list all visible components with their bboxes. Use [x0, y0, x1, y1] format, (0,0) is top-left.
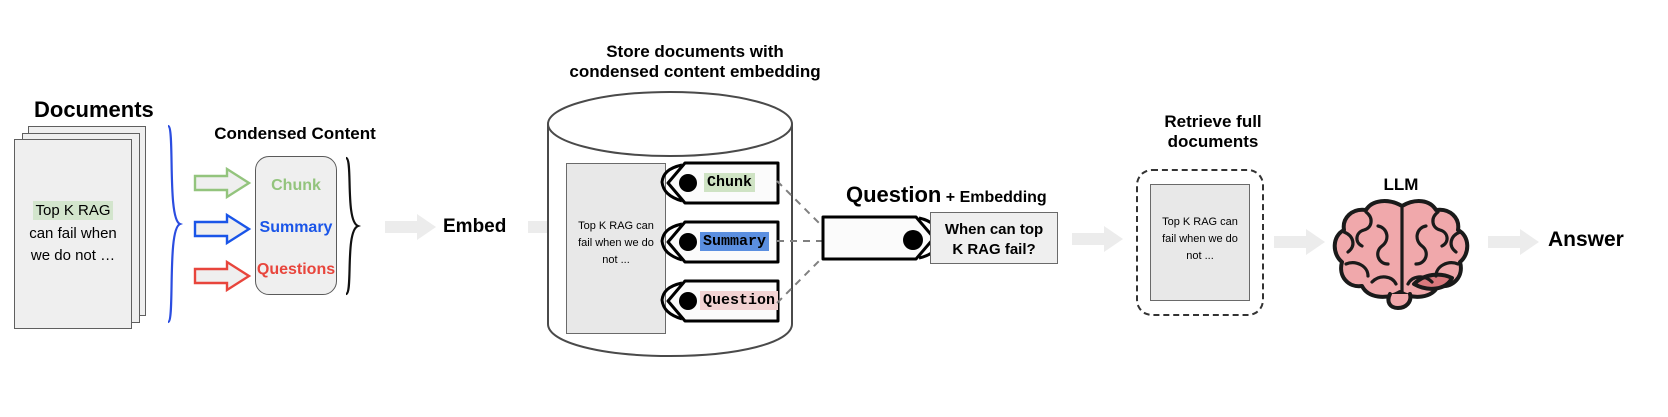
question-box-line-2: K RAG fail?: [952, 241, 1036, 259]
section-title-retrieve-line1: Retrieve full: [1164, 112, 1262, 131]
document-stack-front: Top K RAG can fail when we do not …: [14, 139, 132, 329]
retrieve-document: Top K RAG can fail when we do not ...: [1150, 184, 1250, 301]
condensed-content-box: Chunk Summary Questions: [255, 156, 337, 295]
arrow-llm-to-answer-icon: [1488, 229, 1539, 255]
store-tag-chunk-label: Chunk: [704, 173, 756, 192]
store-doc-line-3: not ...: [602, 254, 630, 267]
document-highlight-text: Top K RAG: [33, 201, 113, 220]
label-answer: Answer: [1548, 228, 1624, 251]
arrow-chunk-icon: [193, 166, 252, 200]
condensed-label-questions: Questions: [256, 261, 336, 278]
question-heading: Question + Embedding: [846, 182, 1047, 208]
question-box-line-1: When can top: [944, 221, 1044, 238]
page-title-documents: Documents: [34, 97, 154, 122]
brain-icon: [1332, 199, 1470, 310]
retrieve-dashed-container: [1136, 169, 1264, 316]
section-title-retrieve-line2: documents: [1167, 132, 1259, 151]
brace-documents: [166, 124, 184, 324]
label-embed: Embed: [443, 216, 507, 237]
store-tag-summary-label: Summary: [700, 232, 770, 251]
section-title-condensed-content: Condensed Content: [214, 124, 376, 143]
store-tag-question-label: Question: [700, 291, 779, 310]
store-inner-document: Top K RAG can fail when we do not ...: [566, 163, 666, 334]
arrow-to-embed-icon: [385, 214, 436, 240]
store-doc-line-1: Top K RAG can: [578, 220, 654, 232]
condensed-label-chunk: Chunk: [271, 177, 321, 194]
arrow-question-to-retrieve-icon: [1072, 226, 1123, 252]
brace-condensed-content: [344, 156, 362, 296]
document-line-2: can fail when: [29, 224, 117, 242]
retrieve-doc-line-1: Top K RAG can: [1162, 216, 1238, 228]
store-doc-line-2: fail when we do: [578, 237, 654, 250]
question-box: When can top K RAG fail?: [930, 212, 1058, 264]
section-title-llm: LLM: [1383, 175, 1419, 194]
retrieve-doc-line-3: not ...: [1186, 250, 1214, 263]
question-heading-strong: Question: [846, 182, 942, 207]
question-heading-rest: + Embedding: [945, 189, 1047, 206]
arrow-summary-icon: [193, 212, 252, 246]
retrieve-doc-line-2: fail when we do: [1162, 233, 1238, 246]
document-line-3: we do not …: [30, 247, 116, 264]
condensed-label-summary: Summary: [259, 219, 333, 236]
section-title-store-line1: Store documents with: [606, 42, 784, 61]
arrow-questions-icon: [193, 259, 252, 293]
question-tag: [821, 215, 942, 261]
section-title-store-line2: condensed content embedding: [569, 62, 821, 81]
arrow-retrieve-to-llm-icon: [1274, 229, 1325, 255]
